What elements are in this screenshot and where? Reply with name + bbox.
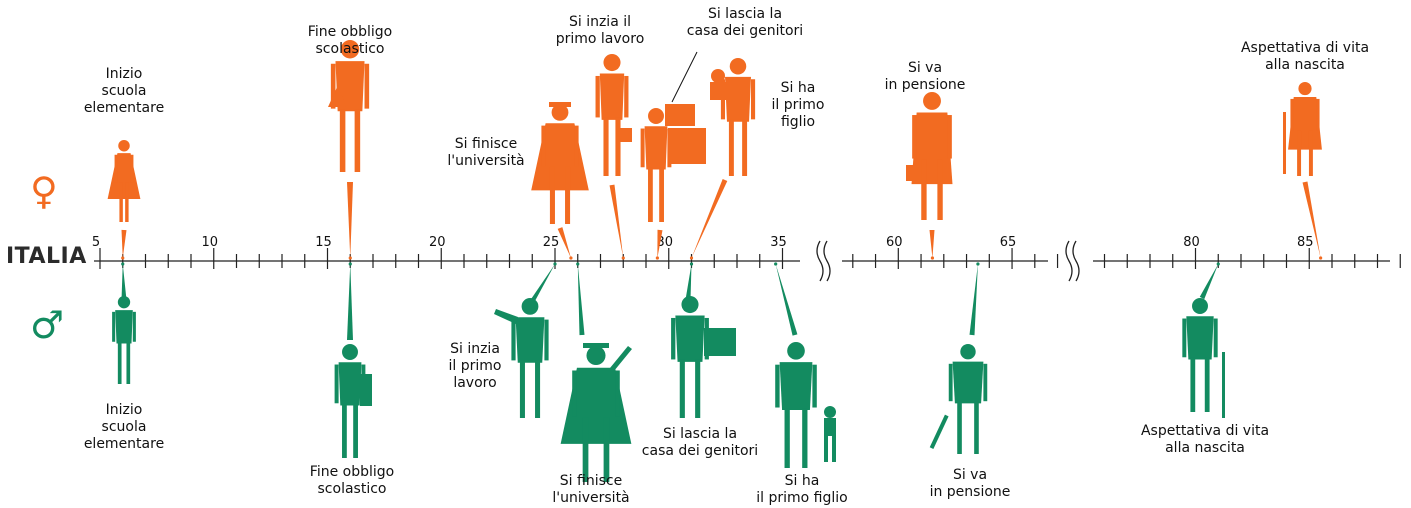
axis-tick-label: 85 [1297, 235, 1314, 250]
teen-boy-icon [334, 344, 372, 458]
male-pointer-work-tip [553, 262, 557, 266]
woman-boxes-icon [640, 104, 706, 222]
male-label-pension: Si va in pensione [929, 467, 1011, 500]
male-pointer-obligo [347, 264, 353, 341]
male-pointer-uni [577, 264, 585, 336]
axis-tick-label: 60 [886, 235, 903, 250]
male-pointer-pension [969, 264, 978, 336]
axis-tick-label: 15 [315, 235, 332, 250]
axis-tick-label: 10 [201, 235, 218, 250]
female-pointer-child-tip [689, 256, 694, 260]
teen-girl-icon [328, 40, 370, 172]
axis-break-1 [816, 240, 824, 282]
female-pointer-obligo [347, 181, 353, 258]
female-pointer-obligo-tip [348, 256, 352, 260]
axis-break-2 [1065, 240, 1073, 282]
female-label-pension: Si va in pensione [884, 60, 966, 93]
male-pointer-school-tip [121, 262, 125, 266]
female-label-life: Aspettativa di vita alla nascita [1240, 40, 1370, 73]
female-pointer-uni-tip [569, 256, 573, 260]
female-pointer-life-tip [1319, 256, 1323, 260]
male-label-obligo: Fine obbligo scolastico [309, 464, 395, 497]
male-label-home: Si lascia la casa dei genitori [641, 426, 759, 459]
male-pointer-pension-tip [976, 262, 980, 266]
female-label-uni: Si finisce l'università [447, 136, 525, 169]
male-pointer-obligo-tip [348, 262, 352, 266]
male-pointer-school [121, 264, 127, 301]
female-pointer-life [1302, 181, 1321, 258]
male-pointer-life-tip [1216, 262, 1220, 266]
working-man-icon [494, 298, 549, 418]
female-label-school: Inizio scuola elementare [83, 66, 165, 116]
male-pointer-home [685, 264, 692, 301]
male-label-life: Aspettativa di vita alla nascita [1140, 423, 1270, 456]
child-boy-icon [112, 296, 136, 384]
elderly-woman-icon [1283, 82, 1322, 176]
child-girl-icon [107, 140, 141, 222]
axis-break-2 [1072, 240, 1080, 282]
working-woman-icon [595, 54, 632, 176]
male-label-child: Si ha il primo figlio [756, 473, 848, 506]
axis-tick-label: 5 [92, 235, 100, 250]
female-pointer-uni [557, 227, 571, 258]
female-label-home: Si lascia la casa dei genitori [686, 6, 804, 39]
female-label-work: Si inzia il primo lavoro [555, 14, 645, 47]
female-pointer-pension [929, 229, 935, 258]
axis-tick-label: 80 [1183, 235, 1200, 250]
female-label-child: Si ha il primo figlio [771, 80, 825, 130]
axis-break-1 [823, 240, 831, 282]
axis-tick-label: 25 [543, 235, 560, 250]
country-label: ITALIA [6, 244, 87, 269]
axis-tick-label: 65 [1000, 235, 1017, 250]
female-pointer-work [609, 184, 624, 258]
female-label-obligo: Fine obbligo scolastico [307, 24, 393, 57]
female-pointer-child [691, 179, 728, 258]
leader-line-home [671, 51, 698, 103]
male-pointer-child-tip [774, 262, 778, 266]
graduate-man-icon [560, 343, 632, 482]
axis-tick-label: 20 [429, 235, 446, 250]
female-pointer-home-tip [655, 256, 659, 260]
female-pointer-school [121, 229, 127, 258]
male-symbol: ♂ [30, 303, 65, 347]
retired-man-icon [929, 344, 988, 454]
woman-baby-icon [710, 58, 756, 176]
male-label-work: Si inzia il primo lavoro [448, 341, 502, 391]
man-box-icon [671, 296, 736, 418]
female-pointer-home [657, 229, 663, 258]
female-pointer-pension-tip [930, 256, 935, 260]
male-label-school: Inizio scuola elementare [83, 402, 165, 452]
female-symbol: ♀ [30, 169, 58, 213]
graduate-woman-icon [531, 102, 589, 224]
male-pointer-life [1199, 264, 1219, 300]
female-pointer-school-tip [121, 256, 125, 260]
man-child-icon [775, 342, 836, 468]
male-pointer-uni-tip [576, 262, 580, 266]
axis-tick-label: 35 [770, 235, 787, 250]
elderly-man-icon [1182, 298, 1225, 418]
male-pointer-home-tip [689, 262, 694, 266]
retired-woman-icon [906, 92, 953, 220]
female-pointer-work-tip [621, 256, 625, 260]
male-label-uni: Si finisce l'università [552, 473, 630, 506]
male-pointer-work [527, 264, 555, 307]
male-pointer-child [775, 264, 798, 336]
